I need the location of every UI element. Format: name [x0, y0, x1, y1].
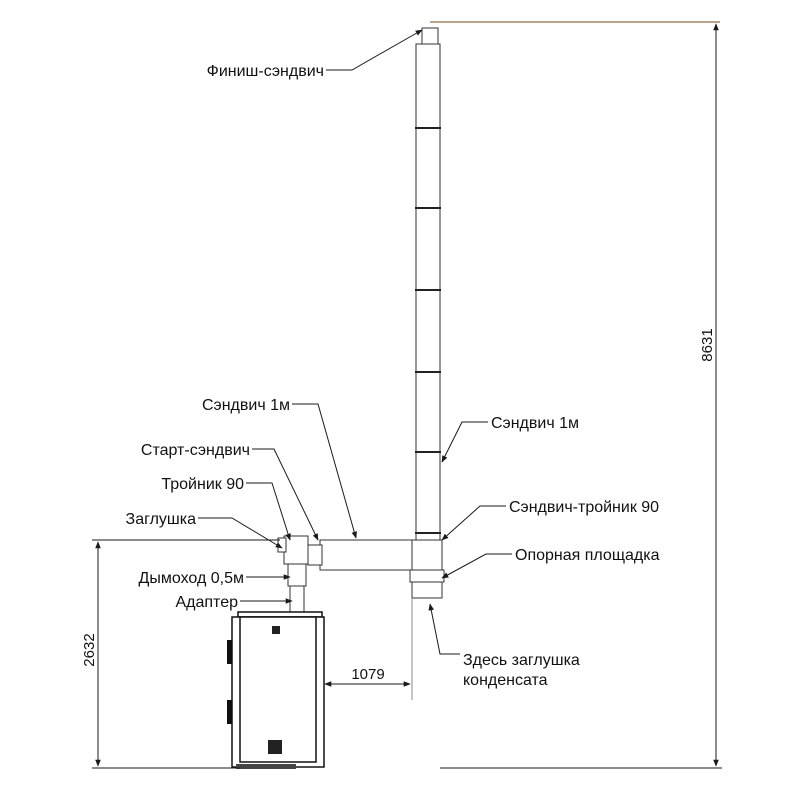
leader-sandwich-1m-left: [292, 403, 357, 539]
leader-condensate-plug: [428, 603, 460, 655]
boiler-feet: [236, 764, 296, 769]
label-sandwich-1m-right: Сэндвич 1м: [491, 415, 579, 432]
label-condensate-plug-line2: конденсата: [463, 672, 548, 689]
label-plug: Заглушка: [126, 511, 197, 528]
boiler-side-hinge: [227, 700, 232, 724]
sandwich-tee-body: [411, 539, 443, 571]
label-adapter: Адаптер: [175, 594, 238, 611]
leader-support-platform: [441, 553, 512, 579]
leader-lines: [198, 29, 512, 655]
label-start-sandwich: Старт-сэндвич: [141, 442, 250, 459]
leader-start-sandwich: [252, 448, 319, 541]
label-condensate-plug-line1: Здесь заглушка: [463, 652, 580, 669]
leader-sandwich-1m-right: [441, 421, 488, 463]
flue-05m-shape: [287, 563, 307, 587]
boiler-door: [239, 616, 317, 763]
boiler-height-label: 2632: [81, 633, 98, 666]
dimension-total-height: [440, 23, 722, 769]
horizontal-sandwich-1m: [319, 539, 413, 571]
horizontal-offset-label: 1079: [351, 666, 384, 683]
label-finish-sandwich: Финиш-сэндвич: [207, 63, 324, 80]
boiler: [227, 611, 325, 769]
horizontal-connector: [277, 535, 413, 613]
support-platform-shape: [409, 569, 445, 583]
boiler-side-hinge: [227, 640, 232, 664]
label-sandwich-tee-90: Сэндвич-тройник 90: [509, 499, 659, 516]
label-tee-90: Тройник 90: [161, 476, 244, 493]
dimension-boiler-height: [92, 539, 280, 769]
leader-sandwich-tee-90: [441, 505, 506, 541]
boiler-control-knob: [272, 626, 280, 634]
leader-finish-sandwich: [326, 29, 423, 71]
condensate-plug-shape: [411, 581, 443, 599]
boiler-handle: [268, 740, 282, 754]
label-sandwich-1m-left: Сэндвич 1м: [202, 397, 290, 414]
vertical-pipe-body: [415, 43, 441, 545]
finish-sandwich-cap: [421, 27, 439, 47]
adapter-shape: [289, 585, 305, 613]
tee-90-shape: [283, 535, 309, 565]
vertical-chimney: [409, 21, 720, 700]
leader-plug: [198, 517, 283, 549]
leader-tee-90: [246, 482, 291, 541]
label-flue-05m: Дымоход 0,5м: [139, 570, 244, 587]
label-support-platform: Опорная площадка: [515, 547, 660, 564]
start-sandwich-shape: [307, 544, 323, 566]
total-height-label: 8631: [699, 328, 716, 361]
